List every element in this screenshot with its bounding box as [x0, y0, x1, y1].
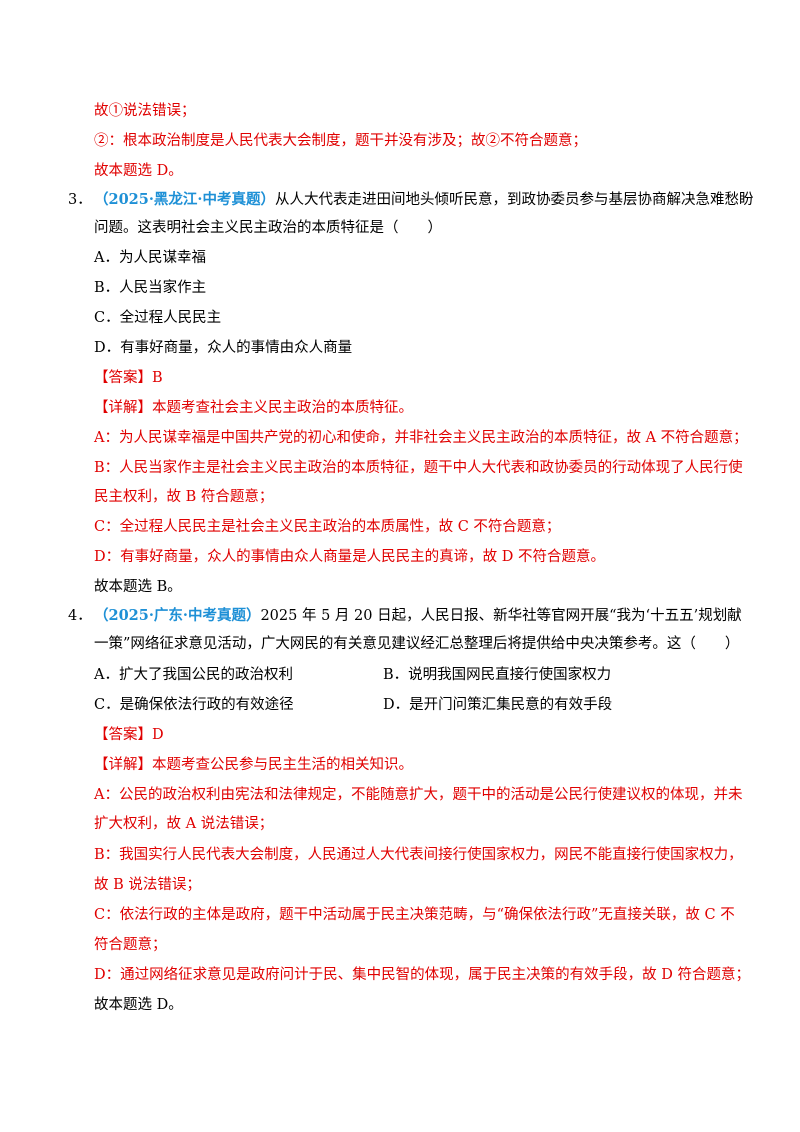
conclusion: 故本题选 B。	[94, 579, 182, 595]
option-c: C．全过程人民民主	[94, 310, 222, 326]
explanation-intro-text: 本题考查社会主义民主政治的本质特征。	[152, 400, 413, 416]
option-d: D．是开门问策汇集民意的有效手段	[383, 697, 613, 713]
prev-conclusion: 故本题选 D。	[94, 163, 183, 179]
explanation-a: A：公民的政治权利由宪法和法律规定，不能随意扩大，题干中的活动是公民行使建议权的…	[94, 787, 743, 803]
explanation-b: B：我国实行人民代表大会制度，人民通过人大代表间接行使国家权力，网民不能直接行使…	[94, 847, 743, 863]
explanation-c: C：全过程人民民主是社会主义民主政治的本质属性，故 C 不符合题意；	[94, 519, 561, 535]
explanation-c: C：依法行政的主体是政府，题干中活动属于民主决策范畴，与“确保依法行政”无直接关…	[94, 907, 735, 923]
option-d: D．有事好商量，众人的事情由众人商量	[94, 340, 353, 356]
question-stem-text: 从人大代表走进田间地头倾听民意，到政协委员参与基层协商解决急难愁盼	[274, 192, 754, 208]
option-b: B．说明我国网民直接行使国家权力	[383, 667, 612, 683]
option-b: B．人民当家作主	[94, 280, 207, 296]
option-a: A．扩大了我国公民的政治权利	[94, 667, 293, 683]
answer-value: B	[152, 370, 163, 386]
explanation-a: A：为人民谋幸福是中国共产党的初心和使命，并非社会主义民主政治的本质特征，故 A…	[94, 430, 748, 446]
explanation-b-cont: 民主权利，故 B 符合题意；	[94, 489, 274, 505]
question-source: （2025·黑龙江·中考真题）	[94, 191, 275, 208]
explanation-c-cont: 符合题意；	[94, 937, 167, 953]
explanation-label: 【详解】	[94, 400, 152, 416]
question-stem-line: 问题。这表明社会主义民主政治的本质特征是（ ）	[94, 220, 442, 236]
conclusion: 故本题选 D。	[94, 997, 183, 1013]
explanation-label: 【详解】	[94, 757, 152, 773]
explanation-intro: 【详解】本题考查公民参与民主生活的相关知识。	[94, 755, 413, 775]
answer-line: 【答案】B	[94, 368, 163, 388]
question-stem-line: 一策”网络征求意见活动，广大网民的有关意见建议经汇总整理后将提供给中央决策参考。…	[94, 636, 740, 652]
question-number: 3．	[68, 192, 92, 208]
option-c: C．是确保依法行政的有效途径	[94, 697, 294, 713]
answer-label: 【答案】	[94, 370, 152, 386]
explanation-intro: 【详解】本题考查社会主义民主政治的本质特征。	[94, 398, 413, 418]
question-stem: （2025·黑龙江·中考真题）从人大代表走进田间地头倾听民意，到政协委员参与基层…	[94, 190, 753, 210]
answer-label: 【答案】	[94, 727, 152, 743]
explanation-d: D：通过网络征求意见是政府问计于民、集中民智的体现，属于民主决策的有效手段，故 …	[94, 967, 750, 983]
question-number: 4．	[68, 608, 92, 624]
answer-value: D	[152, 727, 164, 743]
explanation-b-cont: 故 B 说法错误；	[94, 877, 201, 893]
question-stem: （2025·广东·中考真题）2025 年 5 月 20 日起，人民日报、新华社等…	[94, 606, 742, 626]
question-source: （2025·广东·中考真题）	[94, 607, 261, 624]
answer-line: 【答案】D	[94, 725, 164, 745]
explanation-b: B：人民当家作主是社会主义民主政治的本质特征，题干中人大代表和政协委员的行动体现…	[94, 460, 743, 476]
explanation-a-cont: 扩大权利，故 A 说法错误；	[94, 816, 274, 832]
prev-explanation-line: ②：根本政治制度是人民代表大会制度，题干并没有涉及；故②不符合题意；	[94, 133, 587, 149]
prev-explanation-line: 故①说法错误；	[94, 103, 196, 119]
option-a: A．为人民谋幸福	[94, 250, 206, 266]
explanation-intro-text: 本题考查公民参与民主生活的相关知识。	[152, 757, 413, 773]
question-stem-text: 2025 年 5 月 20 日起，人民日报、新华社等官网开展“我为‘十五五’规划…	[260, 608, 742, 624]
explanation-d: D：有事好商量，众人的事情由众人商量是人民民主的真谛，故 D 不符合题意。	[94, 549, 605, 565]
